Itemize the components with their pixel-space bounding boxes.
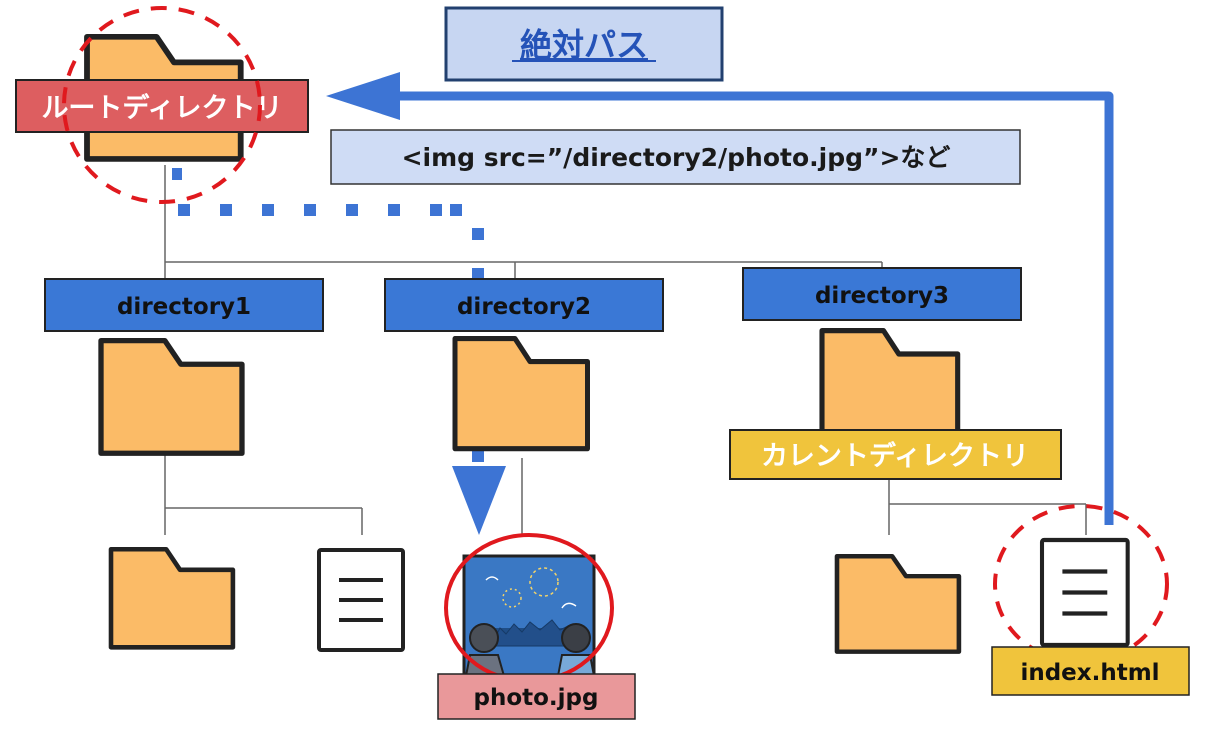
directory2-label: directory2 (457, 294, 591, 320)
code-example-text: <img src=”/directory2/photo.jpg”>など (402, 143, 951, 172)
code-example-box: <img src=”/directory2/photo.jpg”>など (330, 129, 1021, 185)
arrow-icon (326, 72, 400, 120)
folder-icon (837, 556, 959, 651)
title-box: 絶対パス (444, 6, 724, 82)
image-icon (462, 554, 596, 680)
photo-label: photo.jpg (474, 685, 599, 711)
index-file: index.html (991, 504, 1190, 696)
directory3-label: directory3 (815, 283, 949, 309)
index-dashed-circle (993, 504, 1169, 664)
arrow-icon (452, 466, 506, 535)
document-icon (317, 548, 405, 652)
folder-icon (111, 549, 233, 647)
tree-lines (164, 165, 1087, 535)
title-label: 絶対パス (520, 26, 648, 64)
dotted-path (172, 168, 506, 535)
folder-icon (822, 331, 958, 443)
directory2: directory2 (384, 278, 664, 449)
document-icon (1042, 540, 1128, 645)
root-folder: ルートディレクトリ (15, 6, 309, 204)
folder-icon (101, 341, 242, 454)
directory1-label: directory1 (117, 294, 251, 320)
root-dashed-circle (62, 6, 262, 204)
directory3: directory3 カレントディレクトリ (729, 267, 1062, 480)
root-label: ルートディレクトリ (41, 92, 282, 124)
folder-icon (455, 339, 588, 449)
index-label: index.html (1020, 660, 1159, 686)
photo-file: photo.jpg (437, 533, 636, 720)
directory1: directory1 (44, 278, 324, 454)
current-directory-label: カレントディレクトリ (761, 440, 1029, 472)
absolute-path-arrow (326, 72, 1114, 525)
